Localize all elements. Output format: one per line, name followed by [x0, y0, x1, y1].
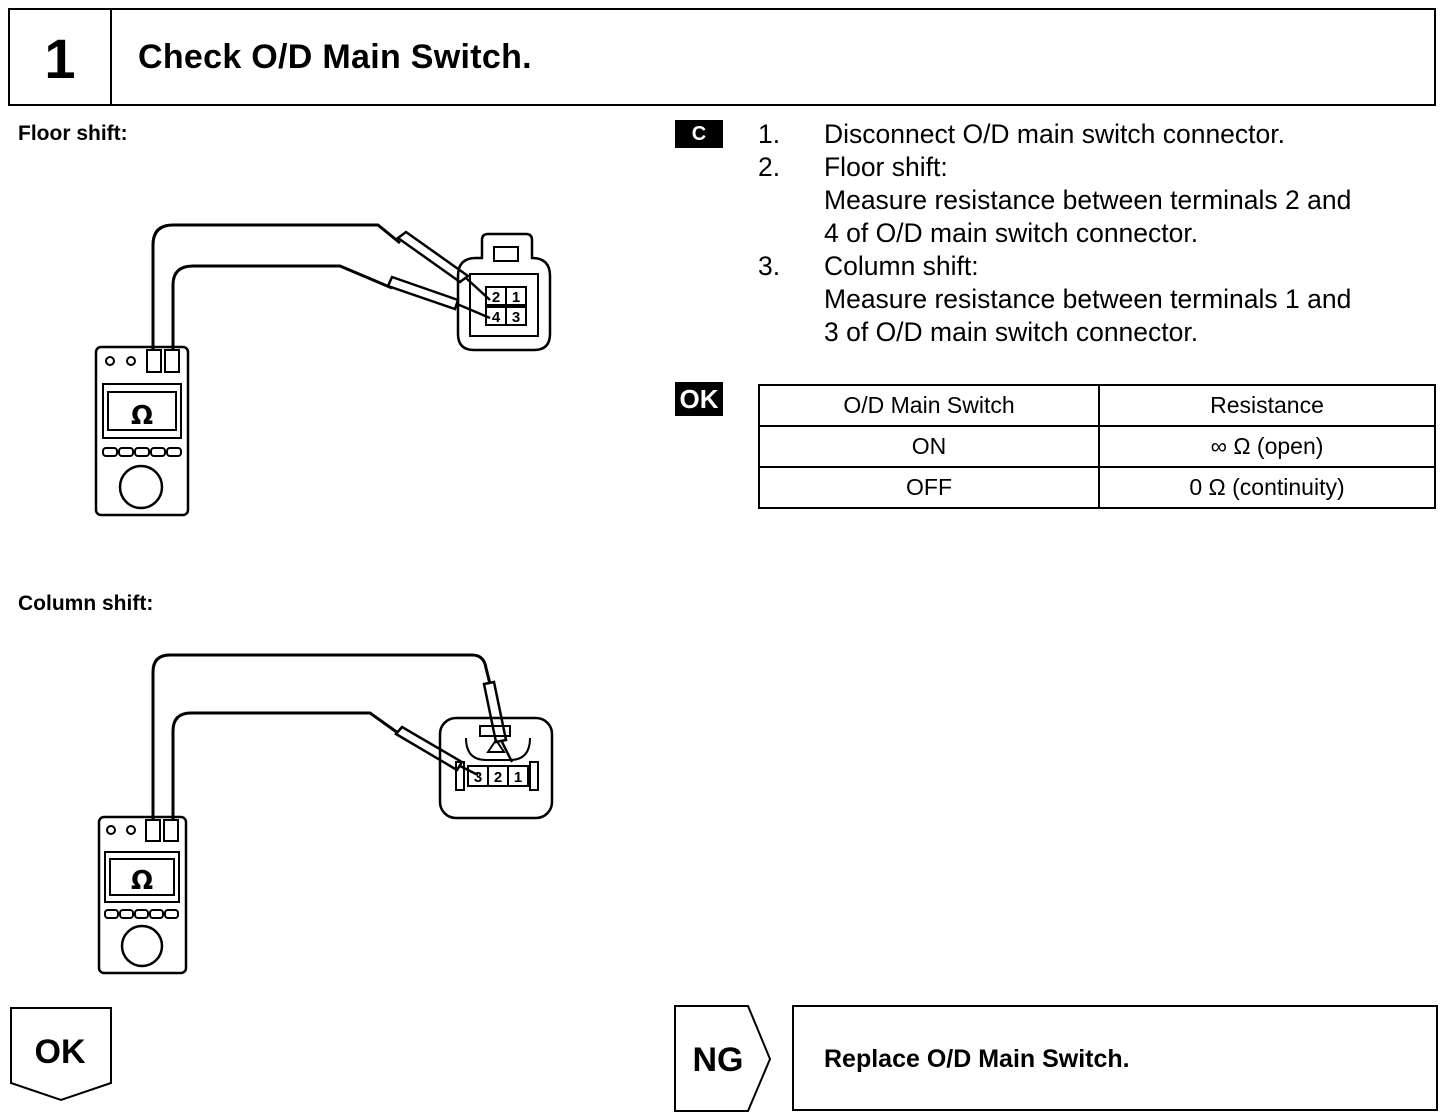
ok-result-arrow: OK	[10, 1007, 112, 1102]
connector-pin-label: 3	[474, 769, 482, 786]
ok-spec-badge: OK	[675, 382, 723, 416]
connector-pin-label: 2	[494, 769, 502, 786]
ok-result-label: OK	[35, 1033, 86, 1071]
table-cell: OFF	[758, 466, 1100, 509]
step-title: Check O/D Main Switch.	[138, 38, 532, 76]
instruction-text: Disconnect O/D main switch connector.	[824, 119, 1285, 149]
table-cell: 0 Ω (continuity)	[1098, 466, 1436, 509]
instruction-number: 3.	[758, 251, 781, 281]
table-cell: ON	[758, 425, 1100, 468]
table-cell: ∞ Ω (open)	[1098, 425, 1436, 468]
connector-pin-label: 1	[514, 769, 522, 786]
ng-action-text: Replace O/D Main Switch.	[824, 1045, 1130, 1073]
column-shift-illustration: Ω 3 2 1	[97, 653, 554, 975]
table-header-cell: O/D Main Switch	[758, 384, 1100, 427]
meter-ohm-symbol: Ω	[131, 401, 153, 431]
step-number: 1	[10, 10, 112, 106]
floor-shift-illustration: Ω 2 1 4 3	[94, 223, 552, 517]
connector-pin-label: 4	[492, 309, 501, 326]
connector-pin-label: 3	[512, 309, 520, 326]
instruction-text: Column shift: Measure resistance between…	[824, 251, 1352, 347]
instruction-item: 1. Disconnect O/D main switch connector.	[758, 118, 1448, 151]
ng-result-arrow: NG	[674, 1005, 772, 1112]
table-row: OFF 0 Ω (continuity)	[758, 466, 1436, 509]
connector-pin-label: 2	[492, 289, 500, 306]
step-header: 1 Check O/D Main Switch.	[8, 8, 1436, 106]
column-shift-label: Column shift:	[18, 592, 154, 615]
meter-ohm-symbol: Ω	[131, 866, 153, 896]
ng-action-box: Replace O/D Main Switch.	[792, 1005, 1438, 1111]
instruction-number: 2.	[758, 152, 781, 182]
instruction-number: 1.	[758, 119, 781, 149]
table-header-row: O/D Main Switch Resistance	[758, 384, 1436, 427]
floor-shift-label: Floor shift:	[18, 122, 128, 145]
ng-result-label: NG	[693, 1041, 744, 1079]
instruction-text: Floor shift: Measure resistance between …	[824, 152, 1352, 248]
instruction-item: 3. Column shift: Measure resistance betw…	[758, 250, 1448, 349]
instruction-item: 2. Floor shift: Measure resistance betwe…	[758, 151, 1448, 250]
table-header-cell: Resistance	[1098, 384, 1436, 427]
table-row: ON ∞ Ω (open)	[758, 425, 1436, 468]
resistance-spec-table: O/D Main Switch Resistance ON ∞ Ω (open)…	[758, 384, 1436, 509]
check-badge: C	[675, 120, 723, 148]
connector-pin-label: 1	[512, 289, 520, 306]
instruction-list: 1. Disconnect O/D main switch connector.…	[758, 118, 1448, 349]
